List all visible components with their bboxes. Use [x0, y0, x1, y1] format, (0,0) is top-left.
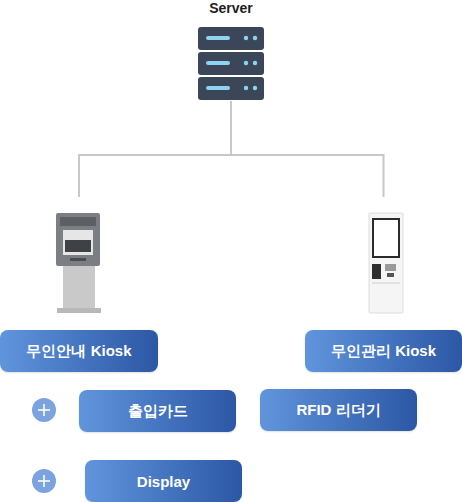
kiosk-node: 무인안내 Kiosk: [0, 197, 158, 372]
node-label: RFID 리더기: [296, 401, 380, 420]
node-label: 무인관리 Kiosk: [331, 342, 436, 361]
server-node: Server: [191, 0, 271, 101]
network-line: [79, 101, 231, 197]
node-label: Display: [137, 473, 190, 490]
device-box: 출입카드: [79, 390, 236, 432]
kiosk-label-box: 무인안내 Kiosk: [0, 330, 158, 372]
server-icon: [198, 27, 264, 100]
plus-icon: [32, 469, 56, 493]
kiosk-node: 무인관리 Kiosk: [305, 197, 462, 372]
device-box: Display: [85, 460, 242, 502]
device-box: RFID 리더기: [260, 389, 417, 431]
server-label: Server: [191, 0, 271, 16]
kiosk-label-box: 무인관리 Kiosk: [305, 330, 462, 372]
node-label: 무인안내 Kiosk: [26, 342, 131, 361]
plus-icon: [32, 398, 56, 422]
guide-kiosk-illustration: [56, 213, 101, 313]
node-label: 출입카드: [128, 402, 188, 421]
network-line: [231, 101, 384, 197]
management-kiosk-illustration: [369, 213, 403, 313]
